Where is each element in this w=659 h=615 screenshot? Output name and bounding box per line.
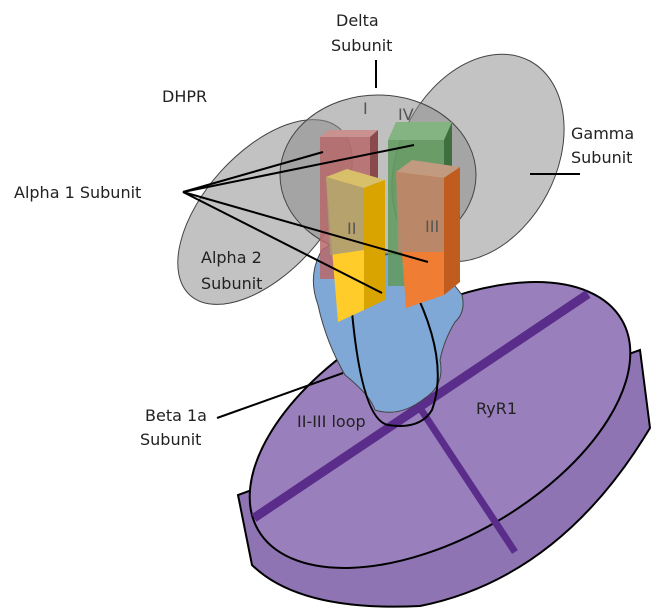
domain-ii-label: II	[347, 219, 356, 238]
delta-label-line2: Subunit	[331, 36, 392, 55]
ii-iii-loop-label: II-III loop	[297, 412, 366, 431]
alpha2-label-line1: Alpha 2	[201, 248, 262, 267]
ryr1-label: RyR1	[476, 399, 517, 418]
domain-i-label: I	[363, 99, 368, 118]
beta-label-line2: Subunit	[140, 430, 201, 449]
beta-leader-line	[216, 372, 344, 419]
ryr1-stripe-diagonal	[251, 290, 591, 522]
gamma-label-line2: Subunit	[571, 148, 632, 167]
dhpr-label: DHPR	[162, 87, 207, 106]
domain-ii-prism	[326, 169, 385, 322]
ryr1-stripe-cross	[417, 406, 518, 554]
domain-iii-prism	[396, 160, 460, 308]
alpha1-label: Alpha 1 Subunit	[14, 183, 141, 202]
ii-iii-loop	[351, 284, 439, 427]
delta-label-line1: Delta	[336, 11, 379, 30]
domain-iii-label: III	[425, 217, 439, 236]
ryr1-cylinder	[236, 281, 652, 608]
gamma-label-line1: Gamma	[571, 124, 634, 143]
alpha1-leader-lines	[182, 144, 429, 294]
domain-iv-label: IV	[398, 105, 414, 124]
alpha2-label-line2: Subunit	[201, 274, 262, 293]
beta-label-line1: Beta 1a	[145, 406, 207, 425]
